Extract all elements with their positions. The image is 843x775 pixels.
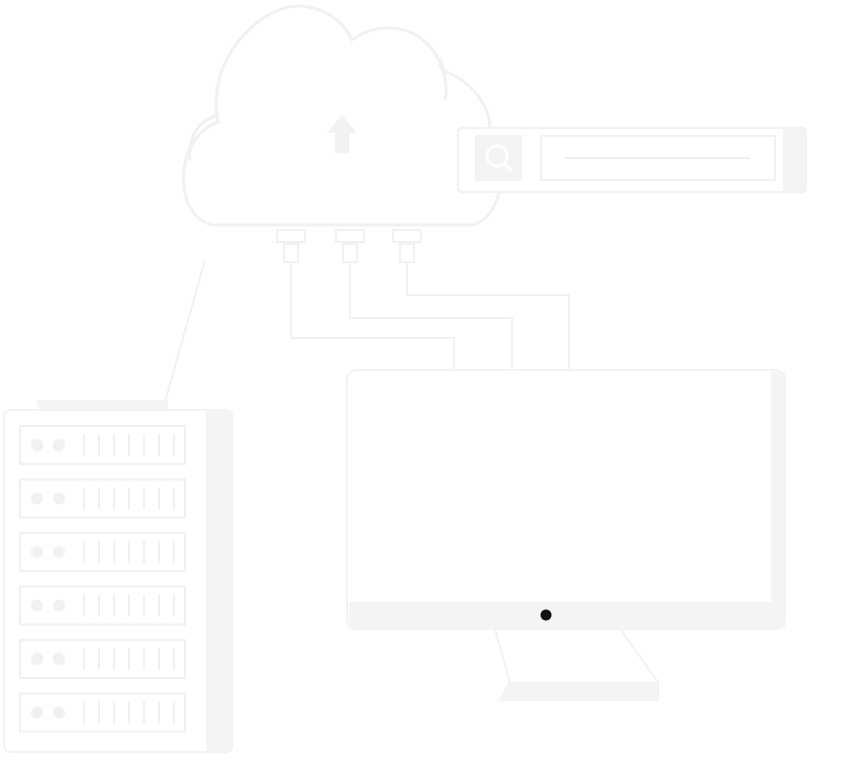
server-led [31, 706, 43, 719]
monitor-icon [346, 369, 786, 701]
server-led [31, 439, 43, 451]
monitor-screen [346, 369, 786, 630]
connector-plug [335, 229, 365, 263]
upload-arrow-icon [327, 115, 357, 153]
server-rack-icon [3, 400, 233, 753]
cloud-icon [182, 4, 504, 227]
server-led [53, 599, 65, 612]
server-led [53, 439, 65, 451]
server-led [31, 546, 43, 558]
server-unit [19, 532, 186, 572]
search-icon [485, 144, 514, 173]
search-bar [457, 127, 807, 193]
connector-plug [392, 229, 422, 263]
cloud-connectors [276, 229, 422, 263]
server-led [31, 599, 43, 612]
server-unit [19, 639, 186, 679]
server-led [53, 546, 65, 558]
server-unit [19, 585, 186, 626]
server-led [31, 492, 43, 505]
server-led [31, 653, 43, 665]
server-unit [19, 692, 186, 733]
server-units [19, 425, 186, 733]
server-led [53, 653, 65, 665]
server-unit [19, 478, 186, 519]
server-unit [19, 425, 186, 465]
connector-plug [276, 229, 306, 263]
server-led [53, 706, 65, 719]
monitor-power-led [540, 609, 552, 621]
server-led [53, 492, 65, 505]
